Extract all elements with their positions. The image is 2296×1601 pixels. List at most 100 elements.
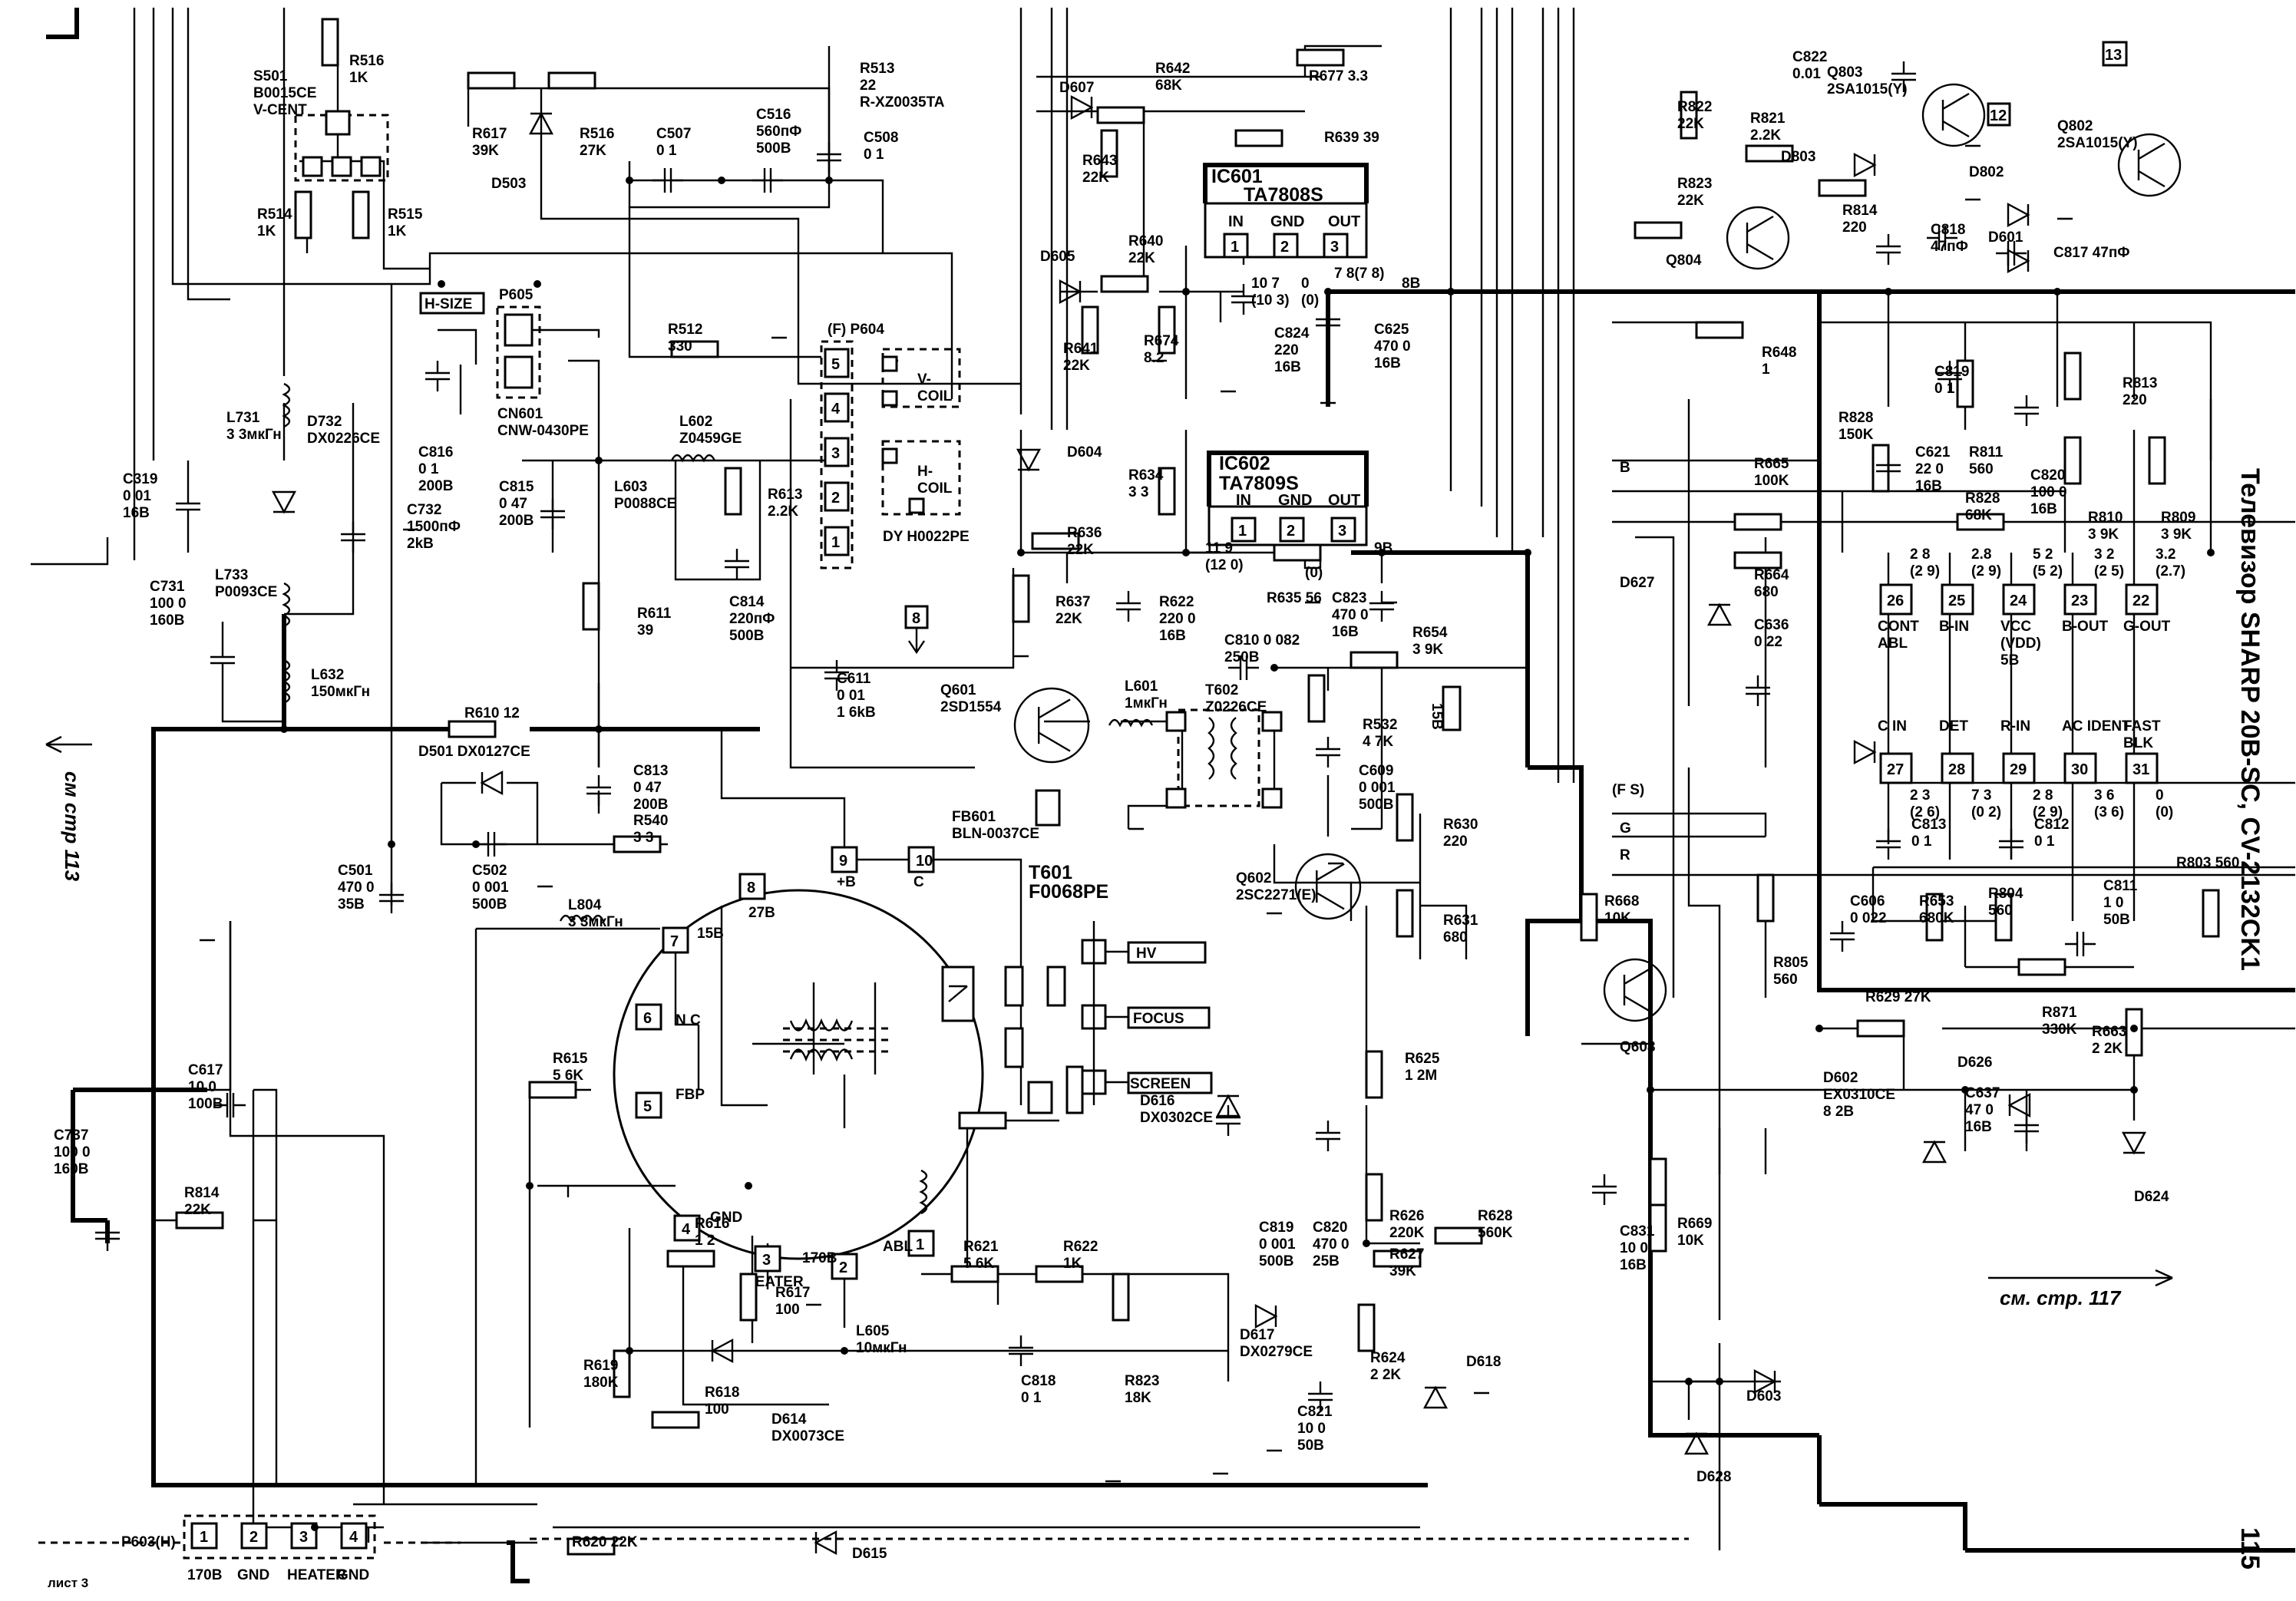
p603-pin-1: 1 xyxy=(200,1529,208,1546)
ic601-pin-out-label: OUT xyxy=(1328,213,1360,230)
fbt-pin-9: 9 xyxy=(839,853,847,870)
h-size-label: H-SIZE xyxy=(425,296,472,312)
side-title: Телевизор SHARP 20B-SC, CV-2132CK1 xyxy=(2235,468,2265,971)
ic602-pin-2: 2 xyxy=(1287,523,1295,540)
vic-pin-30-signal: AC IDENT xyxy=(2062,718,2131,734)
fbt-pin-5-label: FBP xyxy=(676,1087,705,1103)
label-d601: D601 xyxy=(1988,229,2023,246)
p605-label: P605 xyxy=(499,287,534,303)
bus-label-g: G xyxy=(1620,820,1631,837)
fbt-name: T601 xyxy=(1029,862,1072,883)
bus-labels: B (F S) G R xyxy=(1612,460,1644,863)
tags: 8 12 13 15B xyxy=(904,41,2128,731)
vic-pin-31-voltage: 0(0) xyxy=(2156,787,2173,820)
vic-pin-25-signal: B-IN xyxy=(1939,619,1969,635)
ic602-pin-gnd-label: GND xyxy=(1278,492,1312,509)
label-d501: D501 DX0127CE xyxy=(418,744,530,760)
crop-mark-top-left xyxy=(46,8,79,39)
ic601-in-voltage: 10 7(10 3) xyxy=(1251,276,1290,309)
vic-pin-30-voltage: 3 6(3 6) xyxy=(2094,787,2124,820)
vic-pin-28: 28 xyxy=(1948,761,1965,778)
fbt-pin-5: 5 xyxy=(643,1098,652,1115)
label-d503: D503 xyxy=(491,176,526,192)
page-number: 115 xyxy=(2235,1527,2265,1570)
p603-pin-1-label: 170B xyxy=(187,1567,222,1583)
p604-pin-3: 3 xyxy=(831,445,840,462)
label-c817: C817 47пФ xyxy=(2053,245,2130,261)
fbt-pin-3-label: HEATER xyxy=(745,1274,804,1290)
p604-pin-4: 4 xyxy=(831,401,841,418)
fbt-pin-3: 3 xyxy=(762,1252,771,1269)
crop-mark-bottom xyxy=(507,1540,530,1583)
label-r677: R677 3.3 xyxy=(1309,68,1368,84)
label-d615: D615 xyxy=(852,1546,887,1562)
ic601-pin-1: 1 xyxy=(1231,239,1239,256)
ground-symbols xyxy=(200,144,2073,1483)
vic-pin-22-voltage: 3.2(2.7) xyxy=(2156,546,2185,579)
vic-pin-22-signal: G-OUT xyxy=(2123,619,2171,635)
p603-pin-2: 2 xyxy=(249,1529,258,1546)
ref-right: см. стр. 117 xyxy=(2000,1286,2122,1309)
sheet-label: лист 3 xyxy=(48,1576,88,1590)
p604-pin-5: 5 xyxy=(831,356,840,373)
ic602-pin-1: 1 xyxy=(1238,523,1247,540)
p603-pin-3: 3 xyxy=(299,1529,308,1546)
ic601-pin-3: 3 xyxy=(1330,239,1339,256)
fbt-pin-4-label: GND xyxy=(710,1210,742,1226)
vic-pin-26-voltage: 2 8(2 9) xyxy=(1910,546,1940,579)
vic-pin-25: 25 xyxy=(1948,593,1965,609)
ic601-gnd-voltage: 0(0) xyxy=(1301,276,1319,309)
fbt-pin-8-label: 27B xyxy=(748,905,775,921)
h-coil-label: H-COIL xyxy=(917,464,953,497)
label-r803: R803 560 xyxy=(2176,855,2239,871)
ic601: IC601 TA7808S IN GND OUT 1 2 3 10 7(10 3… xyxy=(1203,163,1420,309)
fbt-pin-10: 10 xyxy=(916,853,933,870)
label-r610: R610 12 xyxy=(464,705,520,721)
vic-pin-23-signal: B-OUT xyxy=(2062,619,2109,635)
